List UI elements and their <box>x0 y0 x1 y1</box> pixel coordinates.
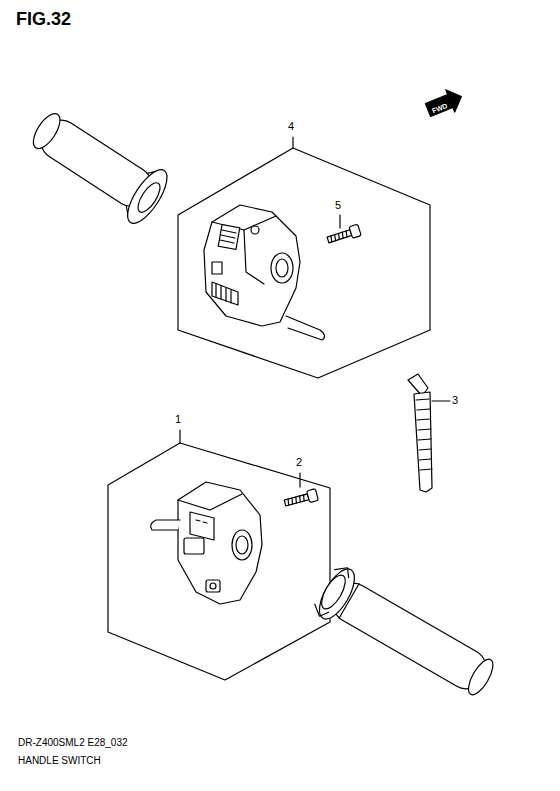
assembly-outline <box>178 148 430 378</box>
callout-number: 2 <box>296 457 302 468</box>
screw <box>326 224 361 246</box>
callout-number: 5 <box>335 200 341 211</box>
right-handle-switch <box>151 482 262 604</box>
callout-number: 1 <box>175 414 181 425</box>
assembly-outline <box>108 443 330 680</box>
forward-arrow <box>424 85 466 121</box>
left-grip <box>22 100 174 229</box>
left-handle-switch <box>204 205 325 340</box>
screw <box>283 489 318 509</box>
figure-title: FIG.32 <box>16 10 71 28</box>
callout-number: 4 <box>288 121 294 132</box>
throttle-grip <box>311 563 502 705</box>
cable-tie <box>408 374 432 492</box>
callout-number: 3 <box>452 395 458 406</box>
drawing-code: DR-Z400SML2 E28_032 <box>18 738 128 748</box>
caption-text: HANDLE SWITCH <box>18 756 101 766</box>
